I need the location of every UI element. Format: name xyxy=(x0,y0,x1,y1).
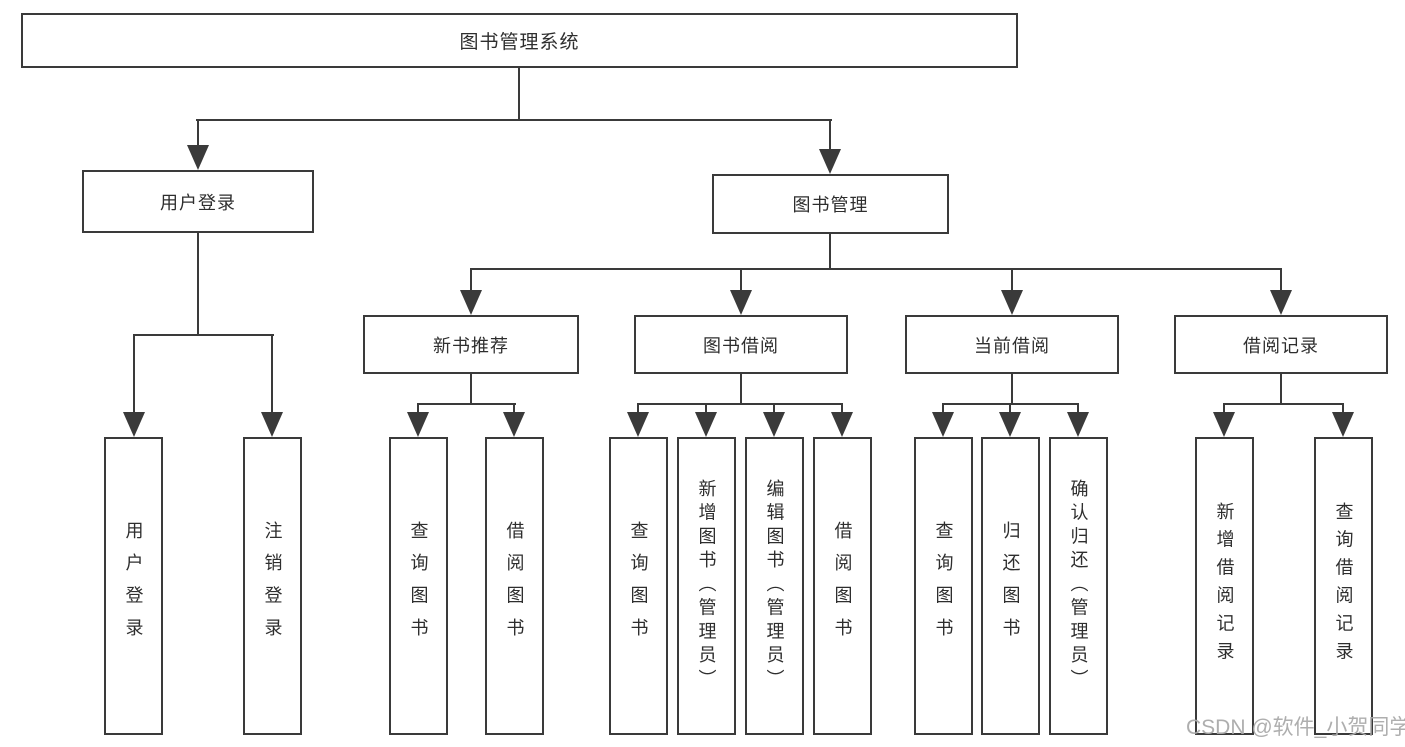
connector-line xyxy=(470,268,1282,270)
arrowhead xyxy=(1270,290,1292,315)
leaf-edit-books-admin: 编辑图书（管理员） xyxy=(745,437,804,735)
csdn-watermark: CSDN @软件_小贺同学 xyxy=(1186,716,1405,739)
connector-line xyxy=(829,119,831,150)
connector-line xyxy=(518,68,520,121)
arrowhead xyxy=(999,412,1021,437)
connector-line xyxy=(197,233,199,336)
connector-line xyxy=(1077,403,1079,414)
connector-line xyxy=(1009,403,1011,414)
leaf-logout: 注销登录 xyxy=(243,437,302,735)
connector-line xyxy=(1342,403,1344,414)
arrowhead xyxy=(1067,412,1089,437)
node-borrowing-records: 借阅记录 xyxy=(1174,315,1388,374)
arrowhead xyxy=(503,412,525,437)
leaf-borrow-books-recommend: 借阅图书 xyxy=(485,437,544,735)
connector-line xyxy=(271,334,273,414)
leaf-query-books-borrow: 查询图书 xyxy=(609,437,668,735)
leaf-borrow-books: 借阅图书 xyxy=(813,437,872,735)
leaf-add-books-admin: 新增图书（管理员） xyxy=(677,437,736,735)
connector-line xyxy=(1280,374,1282,405)
arrowhead xyxy=(763,412,785,437)
leaf-query-borrow-record: 查询借阅记录 xyxy=(1314,437,1373,735)
node-current-borrowing: 当前借阅 xyxy=(905,315,1119,374)
connector-line xyxy=(470,374,472,405)
arrowhead xyxy=(1001,290,1023,315)
connector-line xyxy=(417,403,516,405)
arrowhead xyxy=(819,149,841,174)
connector-line xyxy=(1223,403,1225,414)
arrowhead xyxy=(187,145,209,170)
connector-line xyxy=(470,268,472,292)
arrowhead xyxy=(730,290,752,315)
connector-line xyxy=(841,403,843,414)
node-book-management: 图书管理 xyxy=(712,174,949,234)
arrowhead xyxy=(407,412,429,437)
connector-line xyxy=(637,403,843,405)
connector-line xyxy=(513,403,515,414)
node-new-book-recommendation: 新书推荐 xyxy=(363,315,579,374)
node-user-login: 用户登录 xyxy=(82,170,314,233)
leaf-query-books-current: 查询图书 xyxy=(914,437,973,735)
arrowhead xyxy=(261,412,283,437)
connector-line xyxy=(773,403,775,414)
connector-line xyxy=(133,334,135,414)
node-book-borrowing: 图书借阅 xyxy=(634,315,848,374)
leaf-user-login: 用户登录 xyxy=(104,437,163,735)
connector-line xyxy=(1011,374,1013,405)
arrowhead xyxy=(123,412,145,437)
connector-line xyxy=(740,268,742,292)
connector-line xyxy=(133,334,274,336)
connector-line xyxy=(196,119,832,121)
connector-line xyxy=(740,374,742,405)
leaf-query-books-recommend: 查询图书 xyxy=(389,437,448,735)
leaf-confirm-return-admin: 确认归还（管理员） xyxy=(1049,437,1108,735)
arrowhead xyxy=(627,412,649,437)
connector-line xyxy=(417,403,419,414)
connector-line xyxy=(1011,268,1013,292)
connector-line xyxy=(637,403,639,414)
arrowhead xyxy=(695,412,717,437)
leaf-return-books: 归还图书 xyxy=(981,437,1040,735)
arrowhead xyxy=(460,290,482,315)
connector-line xyxy=(942,403,944,414)
connector-line xyxy=(705,403,707,414)
leaf-add-borrow-record: 新增借阅记录 xyxy=(1195,437,1254,735)
arrowhead xyxy=(1332,412,1354,437)
arrowhead xyxy=(932,412,954,437)
connector-line xyxy=(1223,403,1344,405)
connector-line xyxy=(197,119,199,147)
connector-line xyxy=(829,234,831,270)
node-library-management-system: 图书管理系统 xyxy=(21,13,1018,68)
connector-line xyxy=(1280,268,1282,292)
arrowhead xyxy=(831,412,853,437)
arrowhead xyxy=(1213,412,1235,437)
